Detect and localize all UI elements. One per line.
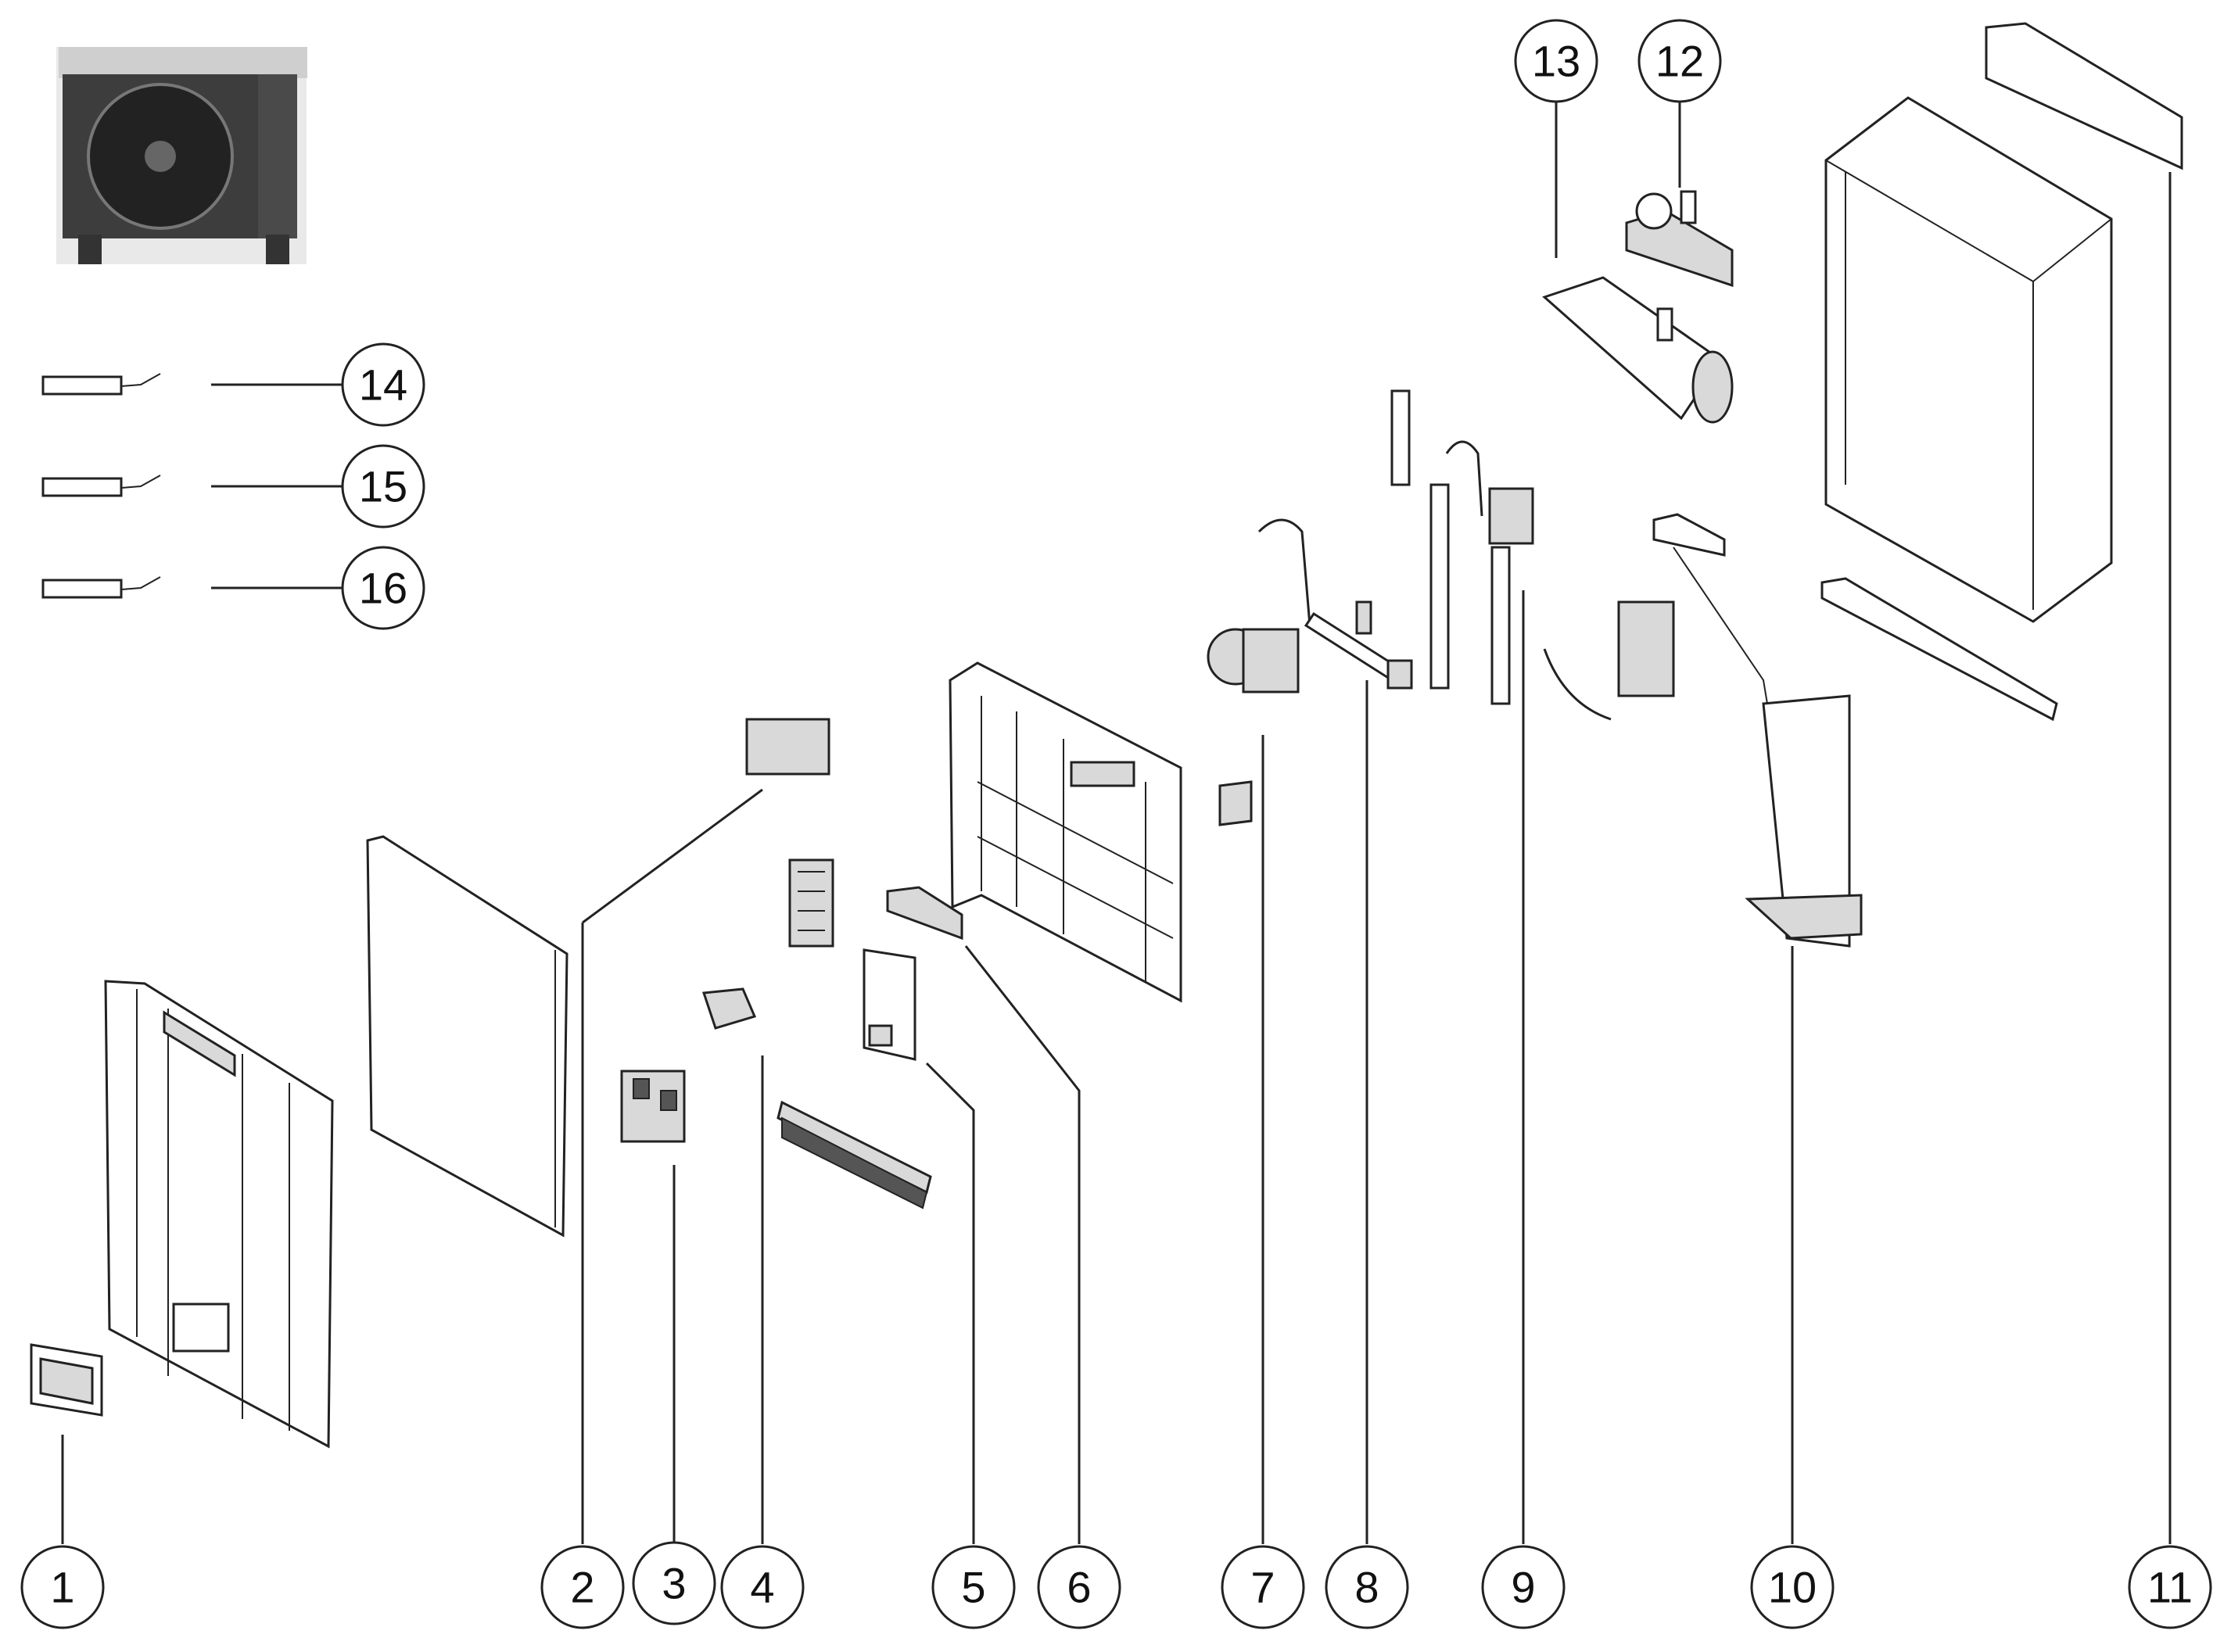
callout-number: 15: [359, 462, 407, 511]
callout-circle: [1637, 19, 1722, 103]
callout-4: 4: [720, 1545, 805, 1629]
callout-number: 13: [1532, 37, 1580, 86]
callout-number: 10: [1768, 1563, 1817, 1612]
part-8-pipe: [1304, 600, 1413, 1544]
part-1-control-panel: [30, 1343, 103, 1544]
callout-number: 3: [662, 1559, 686, 1608]
callout-number: 7: [1250, 1563, 1275, 1612]
part-7-pump: [1207, 518, 1311, 1544]
callout-number: 1: [50, 1563, 74, 1612]
part-6-connector: [886, 886, 1081, 1544]
part-13-heater: [1542, 98, 1734, 424]
callout-circle: [1037, 1545, 1121, 1629]
callout-5: 5: [931, 1545, 1016, 1629]
callout-number: 16: [359, 564, 407, 613]
part-11-housing: [1820, 22, 2183, 1544]
callout-circle: [2128, 1545, 2212, 1629]
callout-11: 11: [2128, 1545, 2212, 1629]
terminal-strip: [777, 1100, 932, 1209]
front-cover: [104, 980, 334, 1449]
callout-circle: [341, 444, 425, 529]
sensor-16: [41, 576, 344, 599]
callout-number: 14: [359, 360, 407, 410]
part-3-relay: [620, 1070, 686, 1544]
part-5-pcb: [863, 948, 975, 1544]
callout-9: 9: [1481, 1545, 1566, 1629]
callout-16: 16: [341, 546, 425, 630]
callout-10: 10: [1750, 1545, 1835, 1629]
callout-number: 4: [750, 1563, 774, 1612]
callout-6: 6: [1037, 1545, 1121, 1629]
callout-2: 2: [540, 1545, 625, 1629]
callout-3: 3: [632, 1541, 716, 1625]
callout-circle: [1750, 1545, 1835, 1629]
callout-circle: [1325, 1545, 1409, 1629]
sensor-14: [41, 373, 344, 396]
callout-circle: [720, 1545, 805, 1629]
part-12-component: [1625, 102, 1734, 288]
callout-circle: [341, 546, 425, 630]
callout-number: 12: [1655, 37, 1704, 86]
callout-number: 5: [961, 1563, 985, 1612]
part-4-terminal: [701, 858, 834, 1544]
callout-circle: [632, 1541, 716, 1625]
part-10-vessel-frame: [1543, 513, 1863, 1544]
callout-7: 7: [1221, 1545, 1305, 1629]
outdoor-unit-photo: [56, 47, 307, 264]
callout-12: 12: [1637, 19, 1722, 103]
callout-circle: [341, 342, 425, 427]
callout-circle: [20, 1545, 105, 1629]
callout-15: 15: [341, 444, 425, 529]
callout-circle: [1514, 19, 1598, 103]
callout-number: 2: [570, 1563, 594, 1612]
part-9-valve-assembly: [1390, 389, 1534, 1544]
electrical-frame: [949, 661, 1182, 1003]
callout-circle: [931, 1545, 1016, 1629]
callout-13: 13: [1514, 19, 1598, 103]
callout-circle: [1221, 1545, 1305, 1629]
callout-number: 11: [2147, 1563, 2193, 1612]
callout-circle: [540, 1545, 625, 1629]
callout-circle: [1481, 1545, 1566, 1629]
sensor-15: [41, 475, 344, 497]
part-2-inner-panel: [366, 718, 830, 1544]
callout-number: 9: [1511, 1563, 1535, 1612]
callout-number: 8: [1354, 1563, 1379, 1612]
callout-number: 6: [1067, 1563, 1091, 1612]
callout-8: 8: [1325, 1545, 1409, 1629]
callout-14: 14: [341, 342, 425, 427]
callout-1: 1: [20, 1545, 105, 1629]
